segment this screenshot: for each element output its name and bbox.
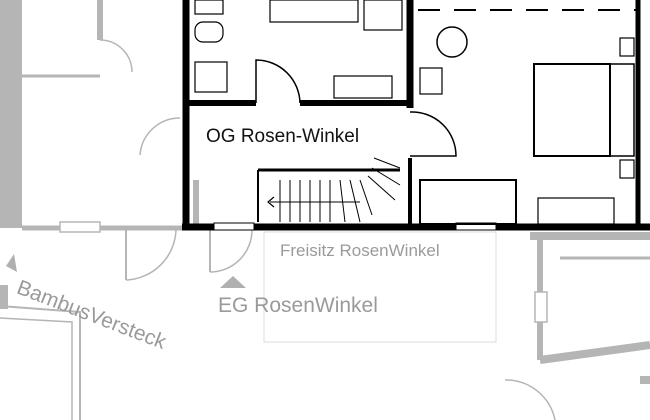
direction-triangle-icon: [6, 254, 17, 272]
label-freisitz: Freisitz RosenWinkel: [280, 241, 440, 260]
upper-floor-walls: [182, 0, 650, 231]
entrance-triangle-icon: [220, 276, 246, 288]
label-eg-rosenwinkel: EG RosenWinkel: [218, 294, 378, 317]
label-og-rosen-winkel: OG Rosen-Winkel: [206, 126, 360, 147]
